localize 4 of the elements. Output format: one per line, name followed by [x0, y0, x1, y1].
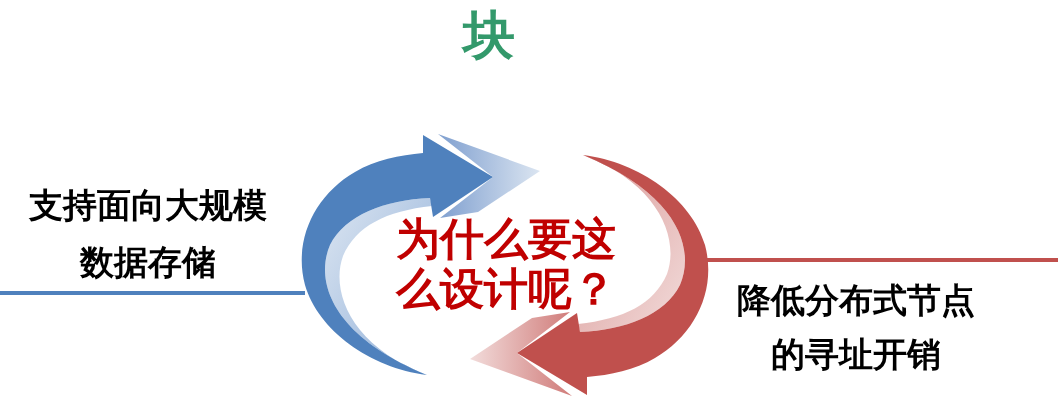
- statement-text: 支持面向大规模数据存储: [28, 184, 268, 284]
- statement-text: 降低分布式节点的寻址开销: [736, 279, 976, 376]
- title: 块: [463, 6, 515, 64]
- question-text: 为什么要这么设计呢？: [396, 214, 617, 314]
